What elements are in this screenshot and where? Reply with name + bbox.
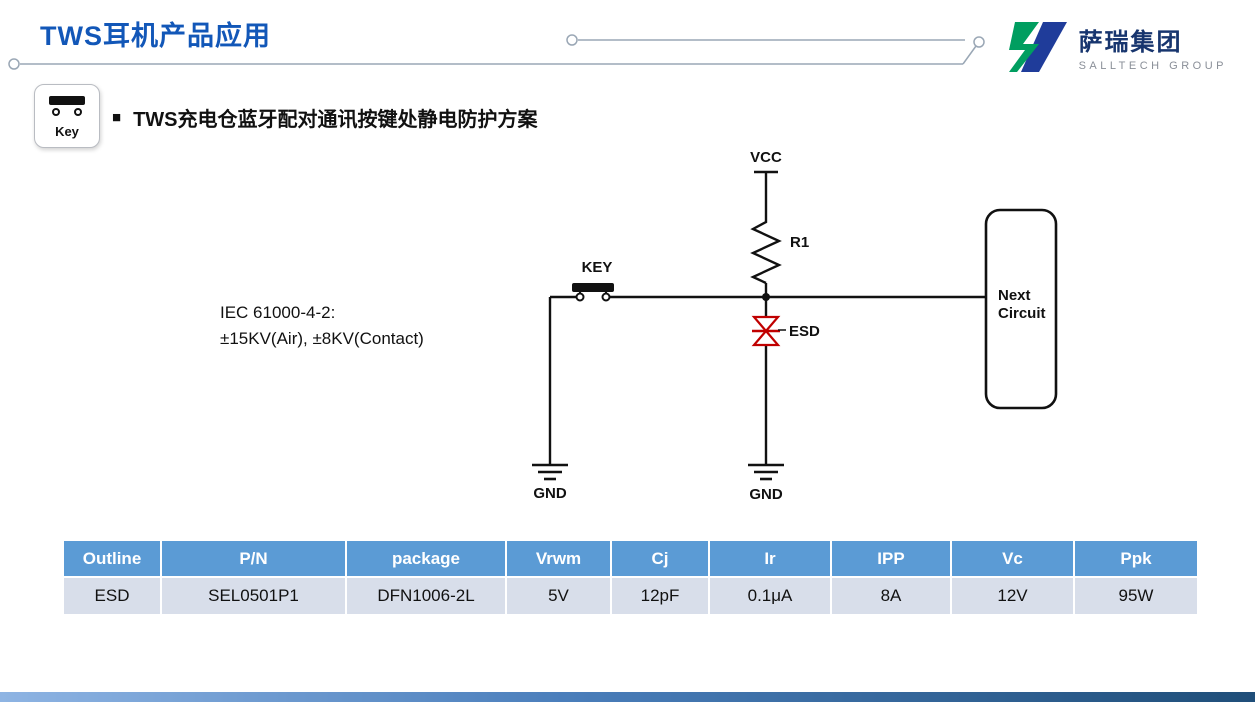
esd-label: ESD [789, 323, 820, 340]
key-switch-symbol [572, 283, 614, 302]
spec-table: Outline P/N package Vrwm Cj Ir IPP Vc Pp… [62, 539, 1199, 616]
table-header-cell: Cj [610, 539, 710, 578]
resistor-symbol [750, 215, 782, 285]
table-cell: DFN1006-2L [345, 576, 507, 616]
iec-note-line2: ±15KV(Air), ±8KV(Contact) [220, 328, 424, 348]
logo-name: 萨瑞集团 [1078, 29, 1183, 56]
table-header-cell: Outline [62, 539, 162, 578]
footer-bar [0, 692, 1255, 702]
table-header-cell: Ir [708, 539, 832, 578]
table-cell: 8A [830, 576, 952, 616]
next-circuit-label: Next [998, 287, 1031, 304]
r1-label: R1 [790, 234, 809, 251]
next-circuit-box [984, 208, 1058, 410]
key-badge: Key [34, 84, 100, 148]
section-heading: ■ TWS充电仓蓝牙配对通讯按键处静电防护方案 [112, 103, 538, 132]
section-heading-text: TWS充电仓蓝牙配对通讯按键处静电防护方案 [133, 109, 538, 131]
table-cell: SEL0501P1 [160, 576, 347, 616]
bullet-icon: ■ [112, 109, 122, 126]
gnd-left-label: GND [533, 485, 567, 502]
table-cell: 12pF [610, 576, 710, 616]
table-row: ESD SEL0501P1 DFN1006-2L 5V 12pF 0.1μA 8… [62, 576, 1199, 616]
gnd-right-label: GND [749, 486, 783, 503]
logo-mark-icon [1008, 22, 1067, 72]
logo: 萨瑞集团 SALLTECH GROUP [1008, 22, 1227, 72]
logo-subtitle: SALLTECH GROUP [1078, 60, 1227, 72]
ground-symbol-left [532, 463, 568, 481]
table-cell: 5V [505, 576, 612, 616]
table-cell: 95W [1073, 576, 1199, 616]
next-circuit-label: Circuit [998, 305, 1046, 322]
key-label: KEY [582, 259, 613, 276]
iec-note: IEC 61000-4-2: ±15KV(Air), ±8KV(Contact) [220, 300, 424, 351]
table-header-cell: P/N [160, 539, 347, 578]
table-header-cell: Vrwm [505, 539, 612, 578]
table-cell: 12V [950, 576, 1075, 616]
iec-note-line1: IEC 61000-4-2: [220, 303, 336, 322]
table-header-cell: IPP [830, 539, 952, 578]
push-button-icon [49, 96, 85, 116]
ground-symbol-right [748, 463, 784, 481]
table-header-cell: Ppk [1073, 539, 1199, 578]
table-header-cell: Vc [950, 539, 1075, 578]
esd-tvs-diode-icon [751, 315, 781, 347]
spec-table-wrap: Outline P/N package Vrwm Cj Ir IPP Vc Pp… [62, 539, 1199, 616]
key-badge-label: Key [55, 124, 79, 139]
junction-dot [762, 293, 770, 301]
table-cell: 0.1μA [708, 576, 832, 616]
vcc-label: VCC [750, 149, 782, 166]
table-header-row: Outline P/N package Vrwm Cj Ir IPP Vc Pp… [62, 539, 1199, 578]
page-title: TWS耳机产品应用 [40, 21, 271, 51]
table-cell: ESD [62, 576, 162, 616]
table-header-cell: package [345, 539, 507, 578]
circuit-wires [548, 170, 986, 465]
